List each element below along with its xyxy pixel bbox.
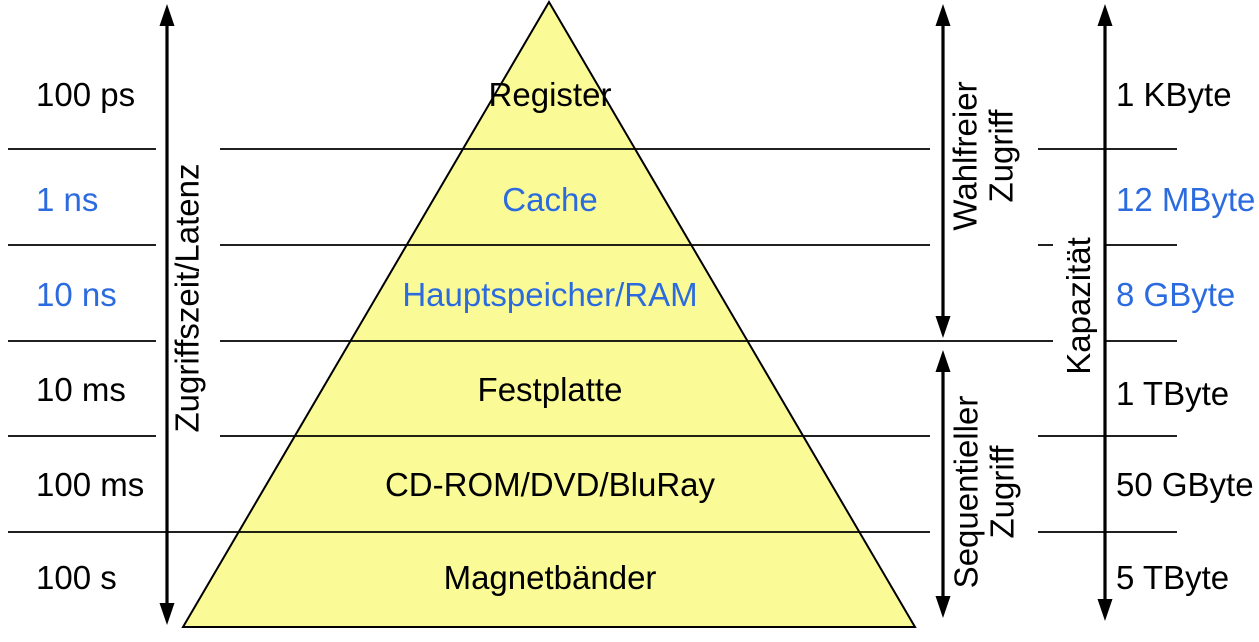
latency-value-cache: 1 ns [36,181,99,218]
pyramid-shape [181,0,917,628]
level-label-cache: Cache [502,181,598,218]
level-label-ram: Hauptspeicher/RAM [402,276,698,313]
level-label-tape: Magnetbänder [443,559,657,596]
level-label-register: Register [488,76,612,113]
latency-value-tape: 100 s [36,559,117,596]
sequential-access-label-box: Sequentieller Zugriff [930,366,1038,618]
capacity-value-hdd: 1 TByte [1116,375,1230,412]
capacity-value-register: 1 KByte [1116,76,1232,113]
random-access-label-box: Wahlfreier Zugriff [930,60,1038,252]
capacity-value-optical: 50 GByte [1116,466,1254,503]
latency-value-ram: 10 ns [36,276,117,313]
capacity-value-tape: 5 TByte [1116,559,1230,596]
capacity-axis-label-box: Kapazität [1053,218,1105,394]
capacity-value-cache: 12 MByte [1116,181,1256,218]
level-label-hdd: Festplatte [477,371,623,408]
latency-value-optical: 100 ms [36,466,145,503]
capacity-arrow [1097,4,1113,621]
random-access-arrow [935,4,951,338]
capacity-value-ram: 8 GByte [1116,276,1236,313]
latency-value-hdd: 10 ms [36,371,126,408]
sequential-access-arrow [935,350,951,618]
level-label-optical: CD-ROM/DVD/BluRay [384,466,716,503]
latency-arrow [159,4,175,625]
latency-value-register: 100 ps [36,76,136,113]
